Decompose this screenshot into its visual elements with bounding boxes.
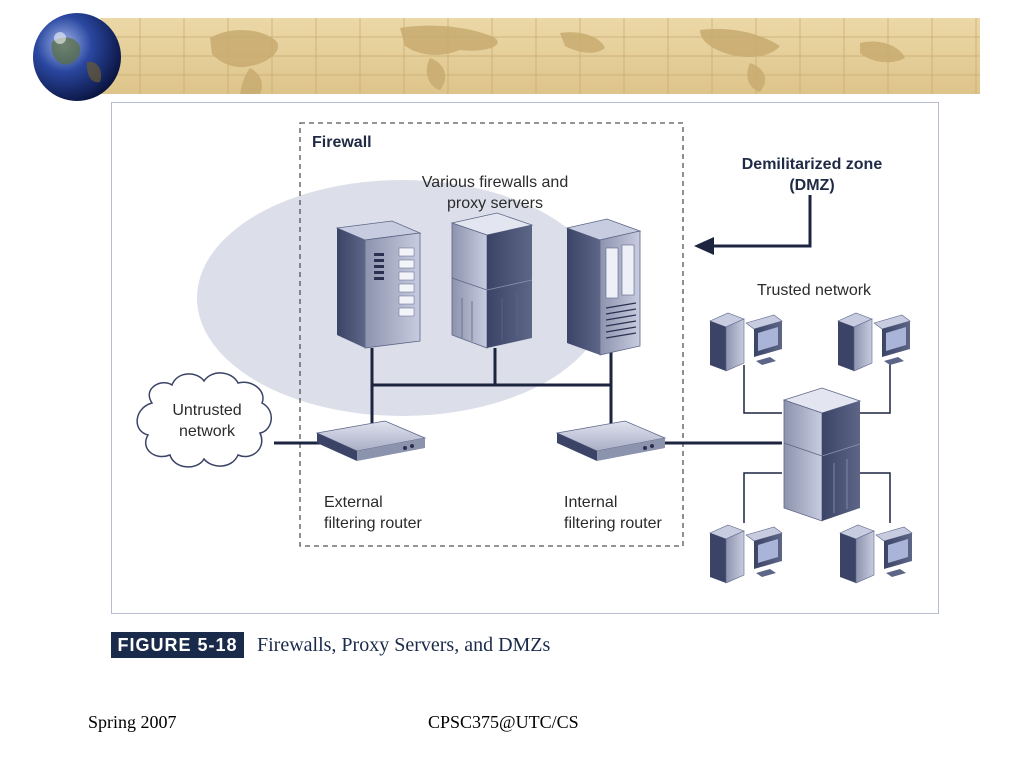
world-map-banner xyxy=(100,18,980,94)
untrusted-label-line-1: Untrusted xyxy=(172,402,242,419)
firewall-boundary xyxy=(299,122,684,547)
workstation-top-left xyxy=(709,312,783,372)
diagram-canvas xyxy=(136,122,913,584)
dmz-arrow xyxy=(694,195,812,255)
untrusted-network-label: Untrusted network xyxy=(152,401,262,443)
firewall-server-2 xyxy=(450,212,534,349)
dmz-label-line-1: Demilitarized zone xyxy=(741,156,883,173)
network-diagram: Firewall Various firewalls and proxy ser… xyxy=(111,102,939,614)
dmz-label-line-2: (DMZ) xyxy=(789,176,835,194)
firewall-label: Firewall xyxy=(312,134,372,151)
figure-caption: Firewalls, Proxy Servers, and DMZs xyxy=(257,634,551,656)
footer-date: Spring 2007 xyxy=(88,712,177,732)
external-router-label: External filtering router xyxy=(324,493,422,535)
internal-filtering-router xyxy=(555,420,667,461)
figure-number-badge: FIGURE 5-18 xyxy=(111,632,244,658)
external-router-label-line-2: filtering router xyxy=(324,514,422,532)
globe-icon xyxy=(33,13,121,101)
external-router-label-line-1: External xyxy=(324,494,383,511)
firewall-server-1 xyxy=(335,220,422,349)
dmz-label: Demilitarized zone (DMZ) xyxy=(727,155,897,197)
servers-label: Various firewalls and proxy servers xyxy=(410,173,580,215)
servers-label-line-2: proxy servers xyxy=(446,194,544,212)
trusted-links xyxy=(743,361,891,523)
internal-router-label-line-2: filtering router xyxy=(564,514,662,532)
workstation-bottom-right xyxy=(839,524,913,584)
workstation-top-right xyxy=(837,312,911,372)
footer-course: CPSC375@UTC/CS xyxy=(428,712,579,732)
network-links xyxy=(274,348,782,445)
workstation-bottom-left xyxy=(709,524,783,584)
firewall-server-3 xyxy=(565,218,642,356)
internal-router-label: Internal filtering router xyxy=(564,493,662,535)
external-filtering-router xyxy=(315,420,427,461)
servers-label-line-1: Various firewalls and xyxy=(421,174,569,191)
trusted-network-label: Trusted network xyxy=(756,282,872,299)
trusted-network-hub-server xyxy=(782,387,862,522)
untrusted-network-cloud xyxy=(136,372,272,468)
internal-router-label-line-1: Internal xyxy=(564,494,618,511)
untrusted-label-line-2: network xyxy=(178,422,236,440)
